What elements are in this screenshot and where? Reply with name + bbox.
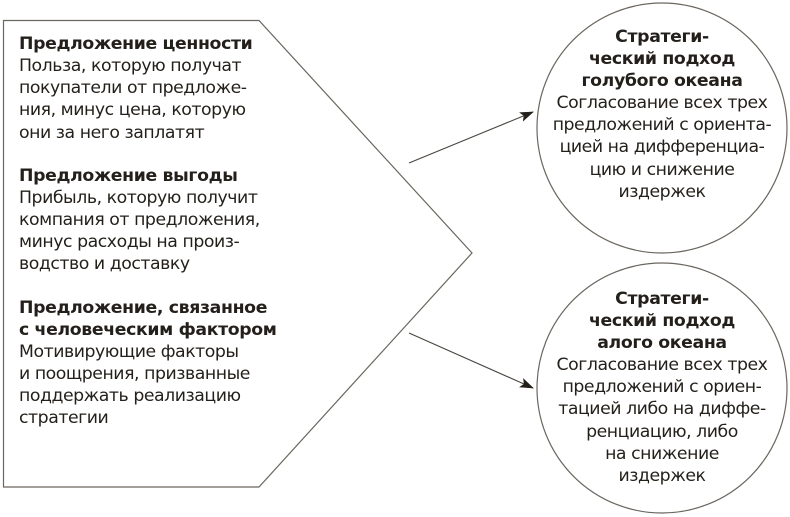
- red-ocean-title: Стратеги- ческий подход алого океана: [537, 288, 787, 354]
- title-line: Стратеги-: [615, 289, 709, 309]
- body-line: предложений с ориен-: [562, 377, 762, 398]
- blue-ocean-body: Согласование всех трех предложений с ори…: [537, 92, 787, 203]
- body-line: предложений с ориента-: [552, 115, 772, 136]
- body-line: цию и снижение: [589, 159, 735, 180]
- red-ocean-strategy-text: Стратеги- ческий подход алого океана Сог…: [537, 288, 787, 487]
- body-line: на снижение: [605, 443, 719, 464]
- body-line: цией на дифференциа-: [559, 137, 765, 158]
- arrow-to-red-ocean: [408, 332, 534, 389]
- title-line: с человеческим фактором: [19, 319, 277, 340]
- people-proposition-block: Предложение, связанное с человеческим фа…: [19, 297, 309, 430]
- body-line: стратегии: [19, 408, 109, 429]
- body-line: компания от предложения,: [19, 210, 260, 231]
- circle-red-ocean: [536, 262, 788, 514]
- profit-proposition-title: Предложение выгоды: [19, 165, 309, 187]
- value-proposition-title: Предложение ценности: [19, 33, 309, 55]
- people-proposition-body: Мотивирующие факторы и поощрения, призва…: [19, 341, 309, 430]
- body-line: покупатели от предложе-: [19, 78, 247, 99]
- arrow-to-blue-ocean: [408, 111, 534, 164]
- body-line: ренциацию, либо: [586, 421, 738, 442]
- body-line: ния, минус цена, которую: [19, 100, 246, 121]
- left-panel: Предложение ценности Польза, которую пол…: [19, 33, 309, 450]
- title-line: Предложение, связанное: [19, 297, 268, 318]
- body-line: тацией либо на диффе-: [558, 399, 766, 420]
- body-line: Польза, которую получат: [19, 56, 242, 76]
- title-line: Предложение выгоды: [19, 165, 238, 186]
- body-line: Прибыль, которую получит: [19, 187, 258, 208]
- body-line: Согласование всех трех: [556, 93, 768, 113]
- value-proposition-body: Польза, которую получат покупатели от пр…: [19, 55, 309, 144]
- circle-blue-ocean: [536, 2, 788, 254]
- body-line: поддержать реализацию: [19, 386, 241, 407]
- title-line: алого океана: [597, 333, 727, 353]
- title-line: ческий подход: [589, 311, 735, 331]
- title-line: Стратеги-: [615, 27, 709, 47]
- body-line: издержек: [618, 466, 706, 487]
- body-line: минус расходы на произ-: [19, 232, 240, 253]
- value-proposition-block: Предложение ценности Польза, которую пол…: [19, 33, 309, 144]
- red-ocean-body: Согласование всех трех предложений с ори…: [537, 354, 787, 487]
- pentagon-arrow-shape: [2, 19, 473, 488]
- profit-proposition-block: Предложение выгоды Прибыль, которую полу…: [19, 165, 309, 276]
- body-line: Согласование всех трех: [556, 355, 768, 375]
- body-line: они за него заплатят: [19, 122, 205, 143]
- blue-ocean-strategy-text: Стратеги- ческий подход голубого океана …: [537, 26, 787, 203]
- body-line: Мотивирующие факторы: [19, 341, 239, 362]
- blue-ocean-title: Стратеги- ческий подход голубого океана: [537, 26, 787, 92]
- people-proposition-title: Предложение, связанное с человеческим фа…: [19, 297, 309, 341]
- body-line: и поощрения, призванные: [19, 363, 250, 384]
- title-line: голубого океана: [581, 71, 743, 91]
- profit-proposition-body: Прибыль, которую получит компания от пре…: [19, 187, 309, 276]
- title-line: Предложение ценности: [19, 34, 253, 54]
- body-line: водство и доставку: [19, 254, 190, 275]
- body-line: издержек: [618, 181, 706, 202]
- title-line: ческий подход: [589, 49, 735, 69]
